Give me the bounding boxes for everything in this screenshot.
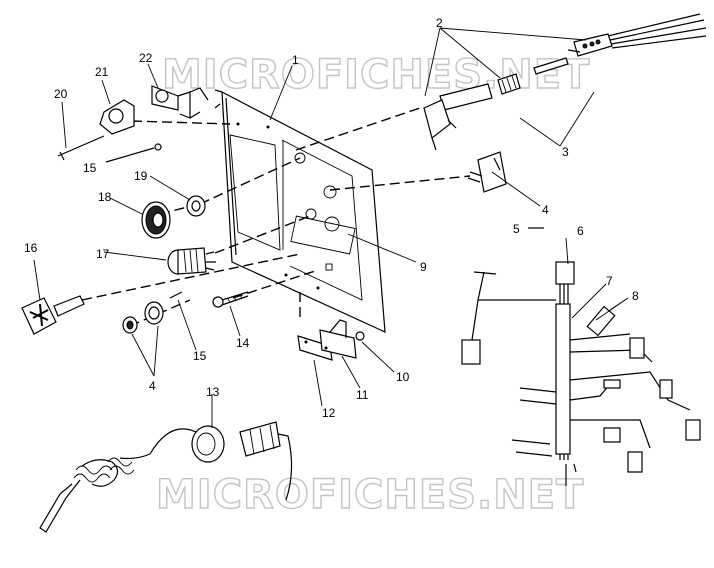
callout-17: 17 xyxy=(96,247,110,261)
ignition-switch xyxy=(167,247,216,275)
switch-plunger xyxy=(423,57,569,151)
assembly-line xyxy=(81,253,301,301)
assembly-line xyxy=(329,175,471,191)
callout-11: 11 xyxy=(356,388,369,402)
hex-nut xyxy=(355,331,365,341)
key-ring-washer xyxy=(122,301,164,334)
callout-12: 12 xyxy=(322,406,336,420)
nut xyxy=(141,201,171,239)
assembly-line xyxy=(131,120,231,125)
assembly-line xyxy=(232,269,319,299)
callout-8: 8 xyxy=(632,289,639,303)
wiring-harness xyxy=(461,227,701,486)
callout-21: 21 xyxy=(95,65,109,79)
watermark-top: MICROFICHES.NET xyxy=(162,52,590,98)
callout-15-upper: 15 xyxy=(83,161,97,175)
callout-15-lower: 15 xyxy=(193,349,207,363)
callout-14: 14 xyxy=(236,336,250,350)
small-screw-head xyxy=(154,143,162,151)
screw xyxy=(57,135,105,161)
callout-1: 1 xyxy=(292,53,299,67)
assembly-line xyxy=(295,107,421,151)
callout-6: 6 xyxy=(577,224,584,238)
small-screw xyxy=(105,147,155,163)
watermark-bottom: MICROFICHES.NET xyxy=(156,472,584,518)
callout-5: 5 xyxy=(513,222,520,236)
assembly-line xyxy=(214,215,311,254)
callout-4-lower: 4 xyxy=(149,379,156,393)
callout-7: 7 xyxy=(606,274,613,288)
key-bracket xyxy=(99,85,209,135)
bolt xyxy=(212,291,249,308)
callout-4-upper: 4 xyxy=(542,203,549,217)
callout-13: 13 xyxy=(206,385,220,399)
washer xyxy=(186,195,206,217)
callout-3: 3 xyxy=(562,145,569,159)
wire-connector xyxy=(567,13,707,57)
mount-bracket xyxy=(297,319,365,361)
leader-lines xyxy=(33,27,629,428)
callout-9: 9 xyxy=(420,260,427,274)
callout-19: 19 xyxy=(134,169,148,183)
ignition-key xyxy=(21,295,85,335)
callout-16: 16 xyxy=(24,241,38,255)
callout-22: 22 xyxy=(139,51,153,65)
callout-20: 20 xyxy=(54,87,68,101)
callout-18: 18 xyxy=(98,190,112,204)
callouts: 1 2 3 4 4 5 6 7 8 9 10 11 12 13 14 15 15… xyxy=(24,16,639,420)
small-pin xyxy=(169,291,183,299)
tether-cord xyxy=(39,421,293,533)
toggle-switch xyxy=(467,151,507,193)
callout-2: 2 xyxy=(436,16,443,30)
assembly-line xyxy=(199,157,301,205)
callout-10: 10 xyxy=(396,370,410,384)
